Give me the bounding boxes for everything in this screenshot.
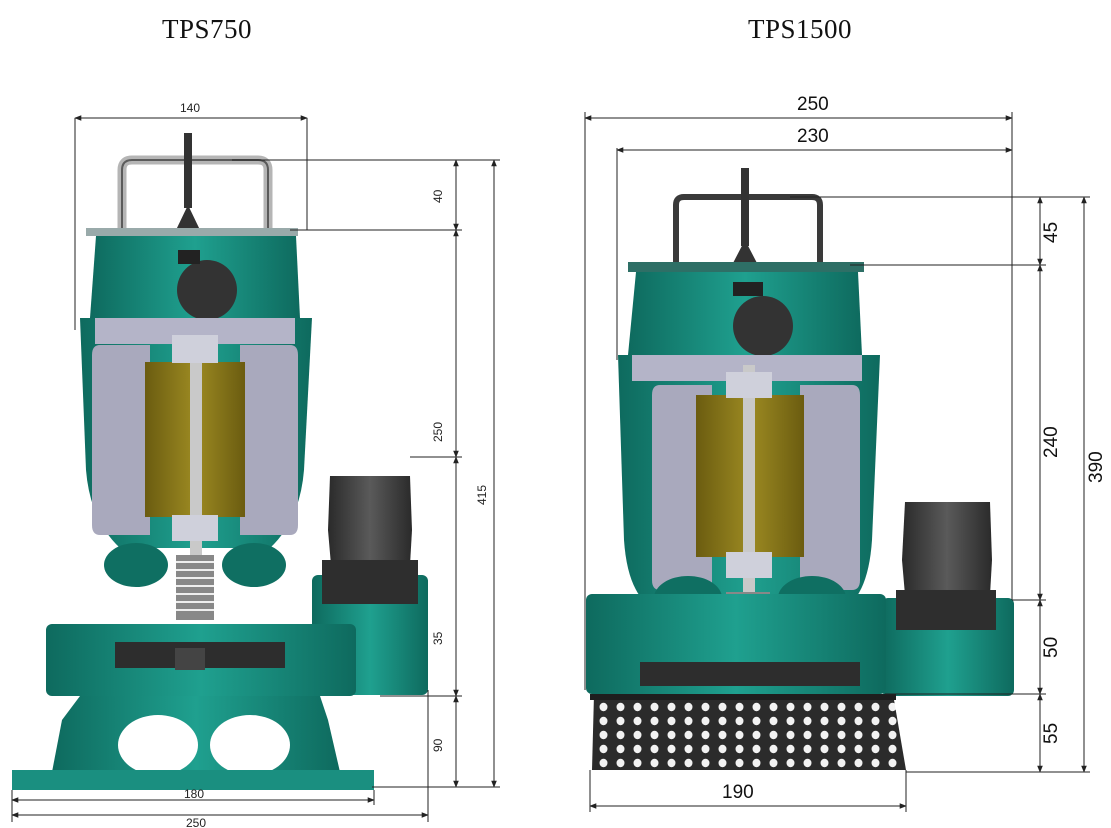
strainer-tps1500 — [592, 694, 906, 770]
dim-total-height-tps1500: 390 — [1086, 451, 1107, 483]
pump-tps1500 — [586, 168, 1014, 770]
dim-handle-height-tps750: 40 — [431, 189, 445, 203]
base-flange-tps750 — [12, 770, 374, 790]
dim-body-width-tps1500: 230 — [797, 126, 829, 147]
dim-total-height-tps750: 415 — [475, 485, 489, 505]
dim-overall-width-tps750: 250 — [186, 816, 206, 828]
dim-volute-height-tps1500: 50 — [1041, 637, 1062, 658]
handle-tps750 — [117, 155, 273, 230]
pump-tps750 — [12, 133, 428, 790]
stator-left-tps750 — [92, 345, 150, 535]
dim-width-top-tps750: 140 — [180, 101, 200, 115]
dim-volute-height-tps750: 35 — [431, 631, 445, 645]
dim-base-width-tps750: 180 — [184, 787, 204, 801]
stator-right-tps750 — [240, 345, 298, 535]
dim-stand-height-tps750: 90 — [431, 738, 445, 752]
model-title-tps750: TPS750 — [162, 14, 253, 44]
stand-tps750 — [52, 696, 340, 772]
stator-right-tps1500 — [800, 385, 860, 590]
dimensions-tps1500 — [584, 112, 1090, 812]
model-title-tps1500: TPS1500 — [748, 14, 853, 44]
dimensions-tps750 — [11, 115, 500, 822]
dim-motor-height-tps750: 250 — [431, 422, 445, 442]
impeller-tps1500 — [640, 662, 860, 686]
dim-handle-height-tps1500: 45 — [1041, 222, 1062, 243]
dim-strainer-width-tps1500: 190 — [722, 782, 754, 803]
dim-motor-height-tps1500: 240 — [1041, 426, 1062, 458]
dim-overall-width-tps1500: 250 — [797, 94, 829, 115]
dim-strainer-height-tps1500: 55 — [1041, 723, 1062, 744]
